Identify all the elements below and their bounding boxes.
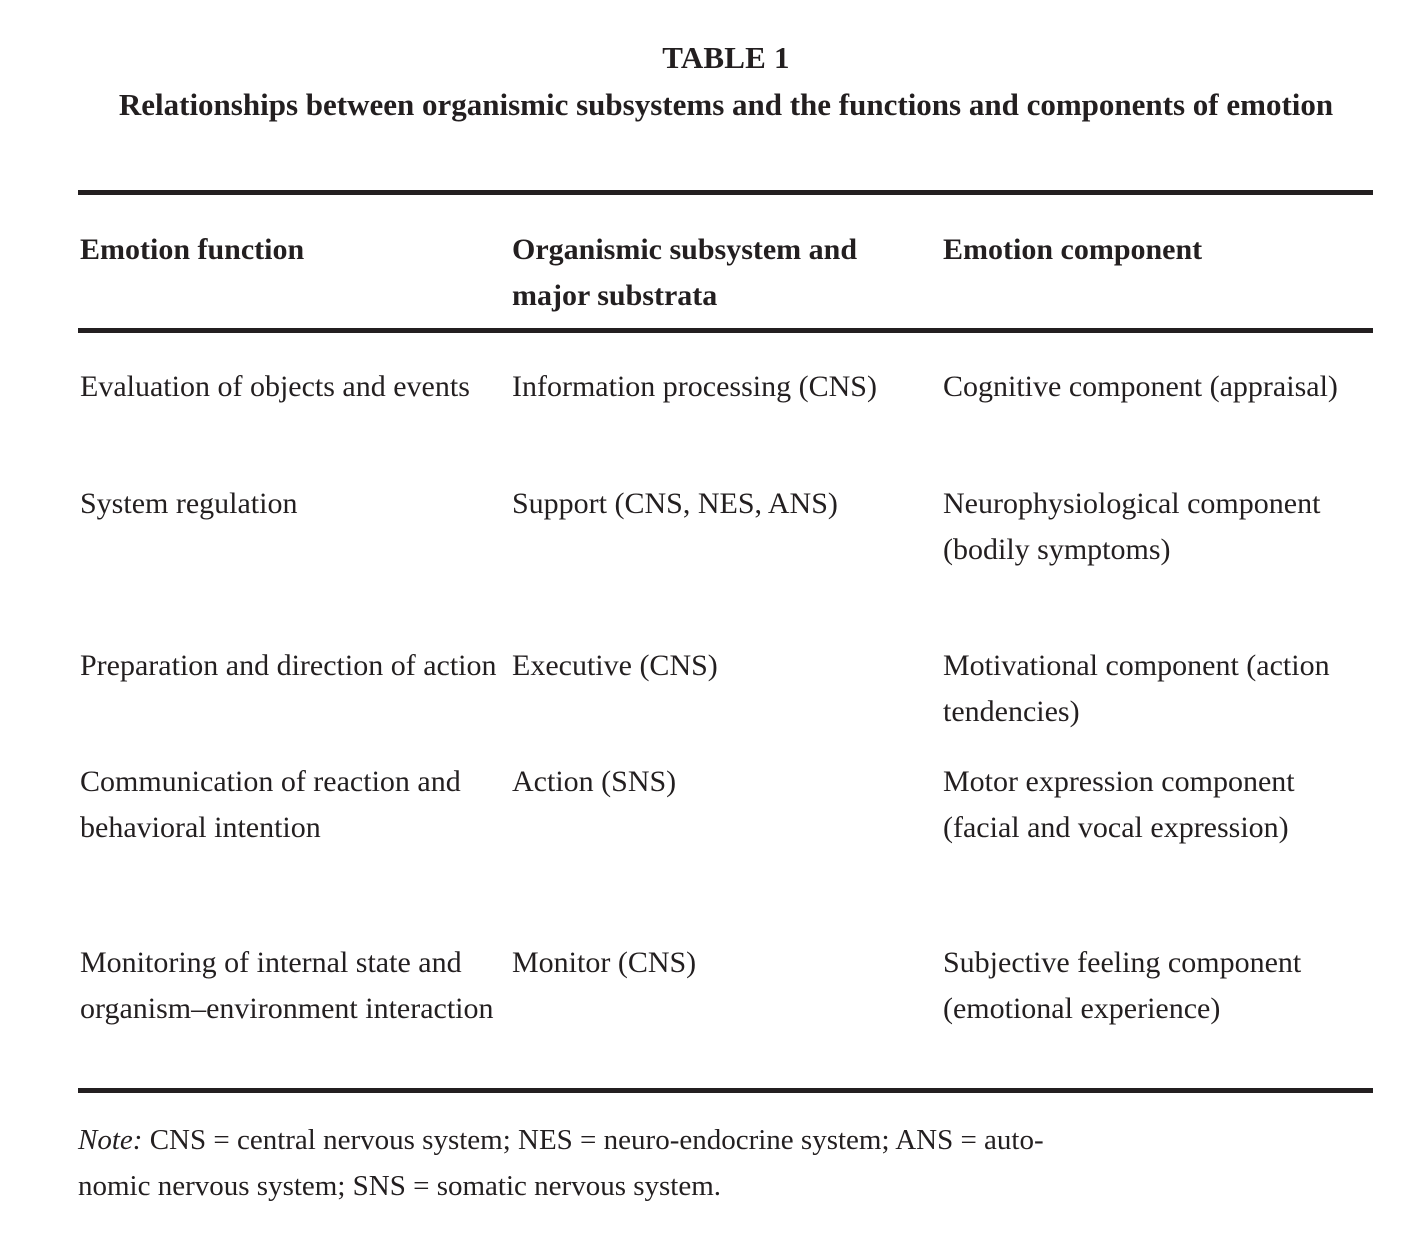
table-number: TABLE 1	[662, 40, 790, 75]
cell-organismic-subsystem: Information processing (CNS)	[512, 370, 877, 403]
column-header-emotion-component: Emotion component	[943, 233, 1203, 266]
rule-below-header	[78, 328, 1373, 333]
table-note-line-2: nomic nervous system; SNS = somatic nerv…	[78, 1170, 722, 1202]
cell-emotion-function: Evaluation of objects and events	[80, 370, 470, 403]
rule-bottom	[78, 1088, 1373, 1093]
table-title-block: TABLE 1 Relationships between organismic…	[78, 38, 1374, 127]
column-header-organismic-subsystem: Organismic subsystem and major substrata	[512, 233, 858, 312]
cell-organismic-subsystem: Monitor (CNS)	[512, 946, 697, 979]
cell-organismic-subsystem: Executive (CNS)	[512, 649, 718, 682]
table-note: Note: CNS = central nervous system; NES …	[78, 1117, 1378, 1209]
cell-emotion-component: Subjective feeling component (emotional …	[943, 946, 1302, 1025]
cell-organismic-subsystem: Action (SNS)	[512, 765, 677, 798]
cell-emotion-component: Motor expression component (facial and v…	[943, 765, 1295, 844]
cell-emotion-function: Communication of reaction and behavioral…	[80, 765, 461, 844]
cell-emotion-component: Cognitive component (appraisal)	[943, 370, 1338, 403]
table-note-line-1: Note: CNS = central nervous system; NES …	[78, 1117, 1378, 1163]
table-caption: Relationships between organismic subsyst…	[118, 87, 1334, 122]
table-note-label: Note:	[78, 1124, 143, 1156]
table-note-text-1: CNS = central nervous system; NES = neur…	[142, 1124, 1044, 1156]
cell-emotion-component: Neurophysiological component (bodily sym…	[943, 487, 1321, 566]
rule-top	[78, 190, 1373, 195]
cell-emotion-function: Preparation and direction of action	[80, 649, 497, 682]
cell-emotion-component: Motivational component (action tendencie…	[943, 649, 1330, 728]
column-header-emotion-function: Emotion function	[80, 233, 305, 266]
cell-emotion-function: Monitoring of internal state and organis…	[80, 946, 494, 1025]
cell-emotion-function: System regulation	[80, 487, 298, 520]
cell-organismic-subsystem: Support (CNS, NES, ANS)	[512, 487, 838, 520]
